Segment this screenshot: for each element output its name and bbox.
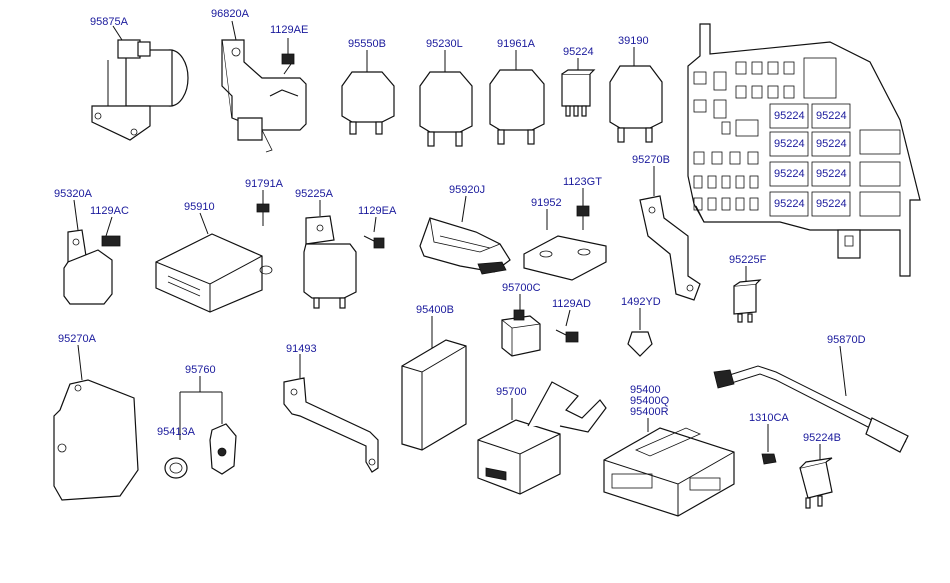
label-95400[interactable]: 95400 [630, 384, 661, 396]
part-1310CA-drawing [761, 424, 777, 465]
label-95224[interactable]: 95224 [563, 46, 594, 58]
label-95700C[interactable]: 95700C [502, 282, 541, 294]
label-95225A[interactable]: 95225A [295, 188, 333, 200]
fuse-box-cell[interactable]: 95224 [816, 110, 847, 122]
label-95230L[interactable]: 95230L [426, 38, 463, 50]
fuse-box-cell[interactable]: 95224 [774, 168, 805, 180]
fuse-box-cell[interactable]: 95224 [816, 138, 847, 150]
part-95920J-drawing [419, 195, 511, 275]
fuse-box-drawing [687, 23, 921, 277]
label-1492YD[interactable]: 1492YD [621, 296, 661, 308]
label-1129EA[interactable]: 1129EA [358, 205, 397, 217]
part-95400-drawing [603, 418, 735, 517]
label-95870D[interactable]: 95870D [827, 334, 866, 346]
part-95225A-drawing [303, 200, 357, 309]
part-95700C-drawing [501, 294, 541, 357]
part-95870D-drawing [713, 345, 909, 453]
part-95700-drawing [477, 381, 607, 495]
label-95270A[interactable]: 95270A [58, 333, 96, 345]
label-95400B[interactable]: 95400B [416, 304, 454, 316]
label-39190[interactable]: 39190 [618, 35, 649, 47]
part-95224-drawing [561, 58, 596, 117]
part-95550B-drawing [341, 50, 395, 135]
label-95224B[interactable]: 95224B [803, 432, 841, 444]
label-95760[interactable]: 95760 [185, 364, 216, 376]
part-96820A-drawing [221, 20, 307, 153]
label-95270B[interactable]: 95270B [632, 154, 670, 166]
label-95225F[interactable]: 95225F [729, 254, 767, 266]
part-95760-drawing [164, 376, 237, 479]
part-95400B-drawing [401, 316, 467, 451]
part-95875A-drawing [91, 25, 189, 141]
part-1492YD-drawing [627, 308, 653, 357]
label-95875A[interactable]: 95875A [90, 16, 128, 28]
part-95224B-drawing [799, 444, 833, 509]
part-91493-drawing [283, 354, 379, 473]
part-1123GT-drawing [576, 188, 590, 230]
fuse-box-cell[interactable]: 95224 [774, 110, 805, 122]
part-91952-drawing [523, 209, 607, 281]
part-95270A-drawing [53, 344, 139, 501]
label-95910[interactable]: 95910 [184, 201, 215, 213]
label-91952[interactable]: 91952 [531, 197, 562, 209]
part-91961A-drawing [489, 50, 545, 145]
label-1310CA[interactable]: 1310CA [749, 412, 789, 424]
part-39190-drawing [609, 47, 663, 143]
label-1129AC[interactable]: 1129AC [90, 205, 129, 217]
label-91961A[interactable]: 91961A [497, 38, 535, 50]
part-95225F-drawing [733, 266, 762, 323]
fuse-box-cell[interactable]: 95224 [816, 168, 847, 180]
part-95910-drawing [155, 212, 273, 313]
label-95920J[interactable]: 95920J [449, 184, 486, 196]
part-1129AD-drawing [555, 309, 579, 343]
part-95270B-drawing [639, 166, 701, 301]
label-95550B[interactable]: 95550B [348, 38, 386, 50]
part-91791A-drawing [256, 190, 270, 226]
part-95230L-drawing [419, 50, 473, 147]
label-1129AE[interactable]: 1129AE [270, 24, 309, 36]
part-95320A-drawing [63, 199, 121, 305]
part-1129EA-drawing [363, 216, 385, 249]
label-91791A[interactable]: 91791A [245, 178, 283, 190]
label-95320A[interactable]: 95320A [54, 188, 92, 200]
label-95400Q[interactable]: 95400Q [630, 395, 670, 407]
label-1123GT[interactable]: 1123GT [563, 176, 602, 188]
fuse-box-cell[interactable]: 95224 [816, 198, 847, 210]
label-95400R[interactable]: 95400R [630, 406, 669, 418]
label-96820A[interactable]: 96820A [211, 8, 249, 20]
label-91493[interactable]: 91493 [286, 343, 317, 355]
fuse-box-cell[interactable]: 95224 [774, 198, 805, 210]
label-1129AD[interactable]: 1129AD [552, 298, 591, 310]
label-95413A[interactable]: 95413A [157, 426, 195, 438]
fuse-box-cell[interactable]: 95224 [774, 138, 805, 150]
label-95700[interactable]: 95700 [496, 386, 527, 398]
